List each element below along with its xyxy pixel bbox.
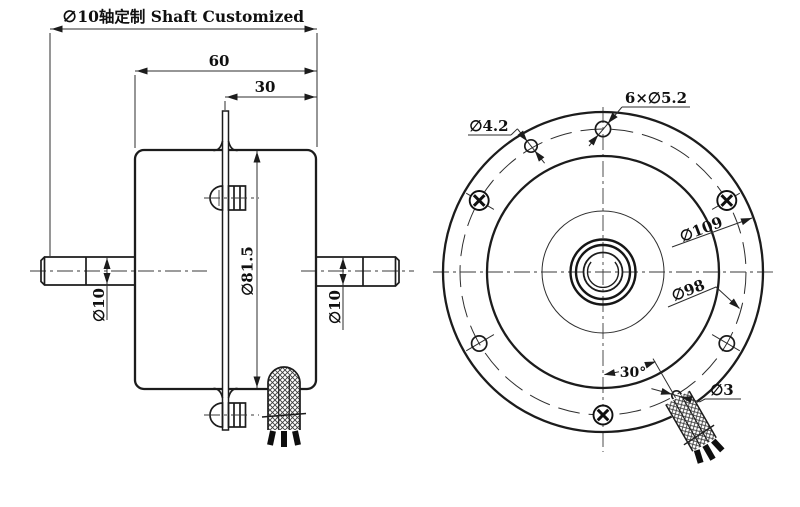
dim-label-60: 60 <box>209 52 230 70</box>
shaft-left <box>40 256 135 286</box>
shaft-right <box>316 256 400 287</box>
mount-hole-lower-right <box>718 335 736 352</box>
bolt-bottom <box>204 402 259 428</box>
screw-upper-right <box>716 190 738 211</box>
shaft-hole-arc <box>586 261 620 289</box>
dim-label-angle: 30° <box>620 365 646 381</box>
mount-hole-top <box>594 120 612 138</box>
dim-label-mount-holes: 6×∅5.2 <box>625 89 687 107</box>
dim-label-bolt-circle: ∅98 <box>669 276 707 305</box>
hub-bearing-rings <box>569 238 637 306</box>
wire-bundle-front <box>664 389 725 464</box>
screw-bottom <box>592 404 614 426</box>
dim-label-right-shaft: ∅10 <box>326 290 344 324</box>
flange-outer-circle <box>441 110 765 434</box>
bolt-top <box>204 185 259 211</box>
small-hole-4-2 <box>523 138 539 154</box>
dim-label-small-hole: ∅4.2 <box>469 117 508 135</box>
front-view: 6×∅5.2 ∅4.2 ∅109 ∅98 30° <box>433 89 775 464</box>
mount-hole-lower-left <box>470 335 488 352</box>
screw-upper-left <box>468 190 490 211</box>
motor-body-circle <box>485 154 721 390</box>
dim-label-left-shaft: ∅10 <box>90 288 108 322</box>
wire-bundle-side <box>261 366 307 447</box>
side-view: ∅10轴定制 Shaft Customized 60 30 ∅81.5 ∅10 … <box>30 7 414 447</box>
mounting-plate <box>213 110 238 431</box>
dim-label-30: 30 <box>255 78 276 96</box>
dim-label-outer-diameter: ∅109 <box>677 213 725 246</box>
dim-label-body-diameter: ∅81.5 <box>239 246 257 296</box>
dim-label-wire-hole: ∅3 <box>710 381 734 399</box>
dim-label-shaft-note: ∅10轴定制 Shaft Customized <box>62 7 304 26</box>
hub-boss-circle <box>541 210 665 334</box>
side-view-dimensions: ∅10轴定制 Shaft Customized 60 30 ∅81.5 ∅10 … <box>49 7 347 388</box>
